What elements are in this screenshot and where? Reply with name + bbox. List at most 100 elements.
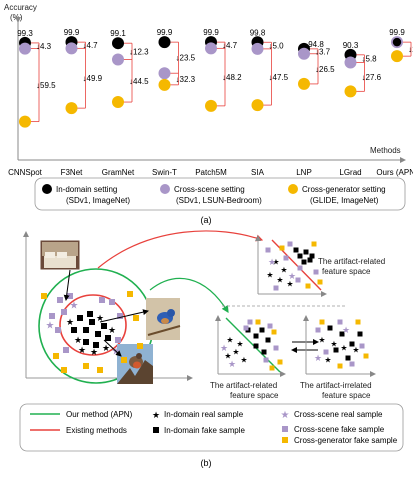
real-sample-star: ★ — [232, 348, 239, 357]
in-domain-value-label: 99.9 — [203, 28, 219, 37]
fake-sample-square — [357, 331, 363, 337]
in-domain-legend-marker — [42, 184, 52, 194]
fake-sample-square — [319, 319, 325, 325]
fake-sample-square — [77, 315, 83, 321]
cross-generator-drop-label: ↓32.3 — [176, 75, 196, 84]
fake-sample-square — [133, 315, 139, 321]
real-sample-star: ★ — [220, 343, 228, 353]
fake-sample-square — [253, 343, 259, 349]
real-sample-star: ★ — [288, 271, 296, 281]
artifact-irrelated-space: ★★★★★★★ — [303, 315, 376, 377]
in-domain-value-label: 99.1 — [110, 29, 126, 38]
fake-sample-square — [101, 323, 107, 329]
fake-sample-square — [117, 313, 123, 319]
fake-sample-square — [41, 293, 47, 299]
real-sample-star: ★ — [236, 340, 243, 349]
fake-sample-square — [363, 353, 369, 359]
legend-our-method: Our method (APN) — [66, 410, 133, 419]
cross-scene-drop-label: ↓12.3 — [129, 47, 149, 56]
cross-scene-fake-legend-marker — [282, 426, 288, 432]
cross-scene-drop-label: ↓4.7 — [83, 41, 99, 50]
legend-in-domain-sub: (SDv1, ImageNet) — [66, 196, 130, 205]
real-sample-star: ★ — [276, 276, 283, 285]
fake-sample-square — [359, 343, 365, 349]
legend-b: Our method (APN) Existing methods ★ In-d… — [19, 403, 404, 452]
cross-scene-drop-label: ↓5.8 — [362, 55, 378, 64]
fake-sample-square — [277, 359, 283, 365]
cross-generator-drop-label: ↓49.9 — [83, 74, 103, 83]
legend-b-box — [19, 403, 404, 452]
in-domain-value-label: 99.9 — [64, 28, 80, 37]
real-sample-star: ★ — [226, 336, 233, 345]
cross-scene-point — [112, 53, 124, 66]
in-domain-value-label: 99.9 — [157, 28, 173, 37]
legend-cs-fake: Cross-scene fake sample — [294, 425, 385, 434]
cross-generator-drop-label: ↓59.5 — [36, 81, 56, 90]
fake-sample-square — [297, 265, 303, 271]
cross-generator-drop-label: ↓10.6 — [408, 45, 413, 54]
cross-generator-point — [298, 77, 310, 90]
pointer-to-robin — [103, 339, 122, 357]
cross-generator-point — [112, 96, 124, 109]
existing-mapping-arrow — [97, 230, 264, 269]
y-axis-label: Accuracy — [4, 3, 37, 12]
artifact-related-space-existing: ★★★★★★★ — [255, 235, 327, 297]
fake-sample-square — [57, 297, 63, 303]
fake-sample-square — [303, 249, 309, 255]
real-sample-star: ★ — [228, 359, 236, 369]
feature-space-diagram: ★★★★★★★★★★ ★★★★★★★ The artifact-related … — [23, 230, 385, 400]
legend-cg-fake: Cross-generator fake sample — [294, 436, 398, 445]
cross-scene-point — [251, 42, 264, 55]
fake-sample-square — [337, 319, 343, 325]
apn-decision-line — [225, 317, 281, 373]
cross-scene-drop-label: ↓5.0 — [269, 42, 285, 51]
x-tick-label: CNNSpot — [8, 168, 43, 177]
real-sample-star: ★ — [108, 325, 116, 335]
accuracy-chart: Accuracy (%) Methods 99.3↓4.3↓59.599.9↓4… — [4, 3, 413, 177]
fake-sample-square — [315, 327, 321, 333]
real-sample-star: ★ — [224, 352, 231, 361]
fake-sample-square — [273, 345, 279, 351]
in-domain-fake-legend-marker — [153, 427, 159, 433]
cross-generator-point — [19, 115, 31, 128]
fake-sample-square — [83, 363, 89, 369]
cross-scene-point — [298, 47, 310, 60]
fake-sample-square — [105, 335, 111, 341]
in-domain-point — [112, 37, 124, 50]
fake-sample-square — [67, 293, 73, 299]
fake-sample-square — [95, 331, 101, 337]
fake-sample-square — [253, 333, 259, 339]
fake-sample-square — [309, 253, 315, 259]
real-sample-star: ★ — [102, 343, 110, 353]
in-domain-value-label: 99.3 — [17, 29, 33, 38]
x-tick-label: Patch5M — [195, 168, 227, 177]
in-domain-real-legend-marker: ★ — [152, 410, 160, 420]
caption-a: (a) — [201, 215, 212, 225]
existing-boundary — [59, 294, 127, 356]
cross-scene-point — [65, 42, 78, 55]
cross-generator-point — [205, 99, 217, 112]
fake-sample-square — [83, 327, 89, 333]
cross-scene-drop-label: ↓23.5 — [176, 54, 196, 63]
fake-sample-square — [255, 319, 261, 325]
legend-cross-scene-sub: (SDv1, LSUN-Bedroom) — [176, 196, 262, 205]
fake-sample-square — [355, 319, 361, 325]
fake-sample-square — [109, 299, 115, 305]
real-sample-star: ★ — [352, 346, 359, 355]
fake-sample-square — [349, 361, 355, 367]
real-sample-star: ★ — [318, 336, 325, 345]
fake-sample-square — [313, 269, 319, 275]
fake-sample-square — [61, 367, 67, 373]
x-axis-label: Methods — [370, 146, 401, 155]
real-sample-star: ★ — [90, 347, 98, 357]
bedroom-image — [39, 239, 81, 271]
fake-sample-square — [317, 279, 323, 285]
robin-image — [117, 344, 153, 384]
fake-sample-square — [271, 329, 277, 335]
cross-generator-drop-label: ↓48.2 — [222, 73, 242, 82]
fake-sample-square — [115, 337, 121, 343]
pointer-to-bird — [99, 309, 149, 323]
fake-sample-square — [93, 342, 99, 348]
real-sample-star: ★ — [272, 258, 279, 267]
cross-generator-drop-label: ↓27.6 — [362, 73, 382, 82]
